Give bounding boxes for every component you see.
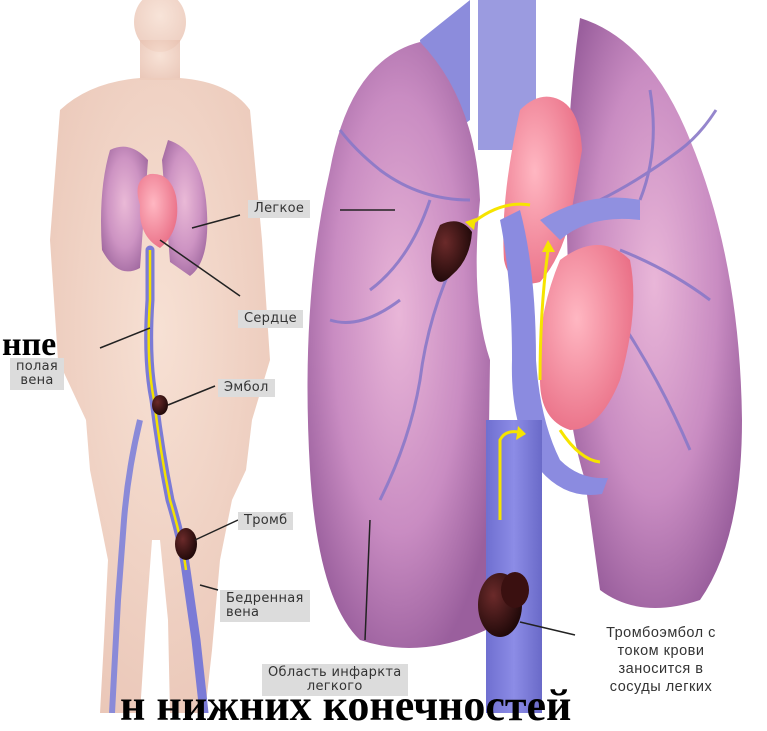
label-femoral-line1: Бедренная: [226, 592, 304, 606]
label-thrombus: Тромб: [238, 512, 293, 530]
label-vena-cava-line2: вена: [16, 374, 58, 388]
label-infarct-line1: Область инфаркта: [268, 666, 402, 680]
thromboembolus-caption: Тромбоэмбол с током крови заносится в со…: [566, 624, 756, 696]
label-femoral-vein: Бедренная вена: [220, 590, 310, 622]
overlay-text-bottom: н нижних конечностей: [120, 680, 571, 731]
caption-line4: сосуды легких: [566, 678, 756, 696]
caption-line1: Тромбоэмбол с: [566, 624, 756, 642]
label-embolus: Эмбол: [218, 379, 275, 397]
caption-line3: заносится в: [566, 660, 756, 678]
label-lung: Легкое: [248, 200, 310, 218]
caption-line2: током крови: [566, 642, 756, 660]
lungs-closeup-figure: [308, 0, 743, 713]
label-femoral-line2: вена: [226, 606, 304, 620]
overlay-text-mid: нпе: [2, 326, 56, 364]
illustration: [0, 0, 767, 713]
label-heart: Сердце: [238, 310, 303, 328]
